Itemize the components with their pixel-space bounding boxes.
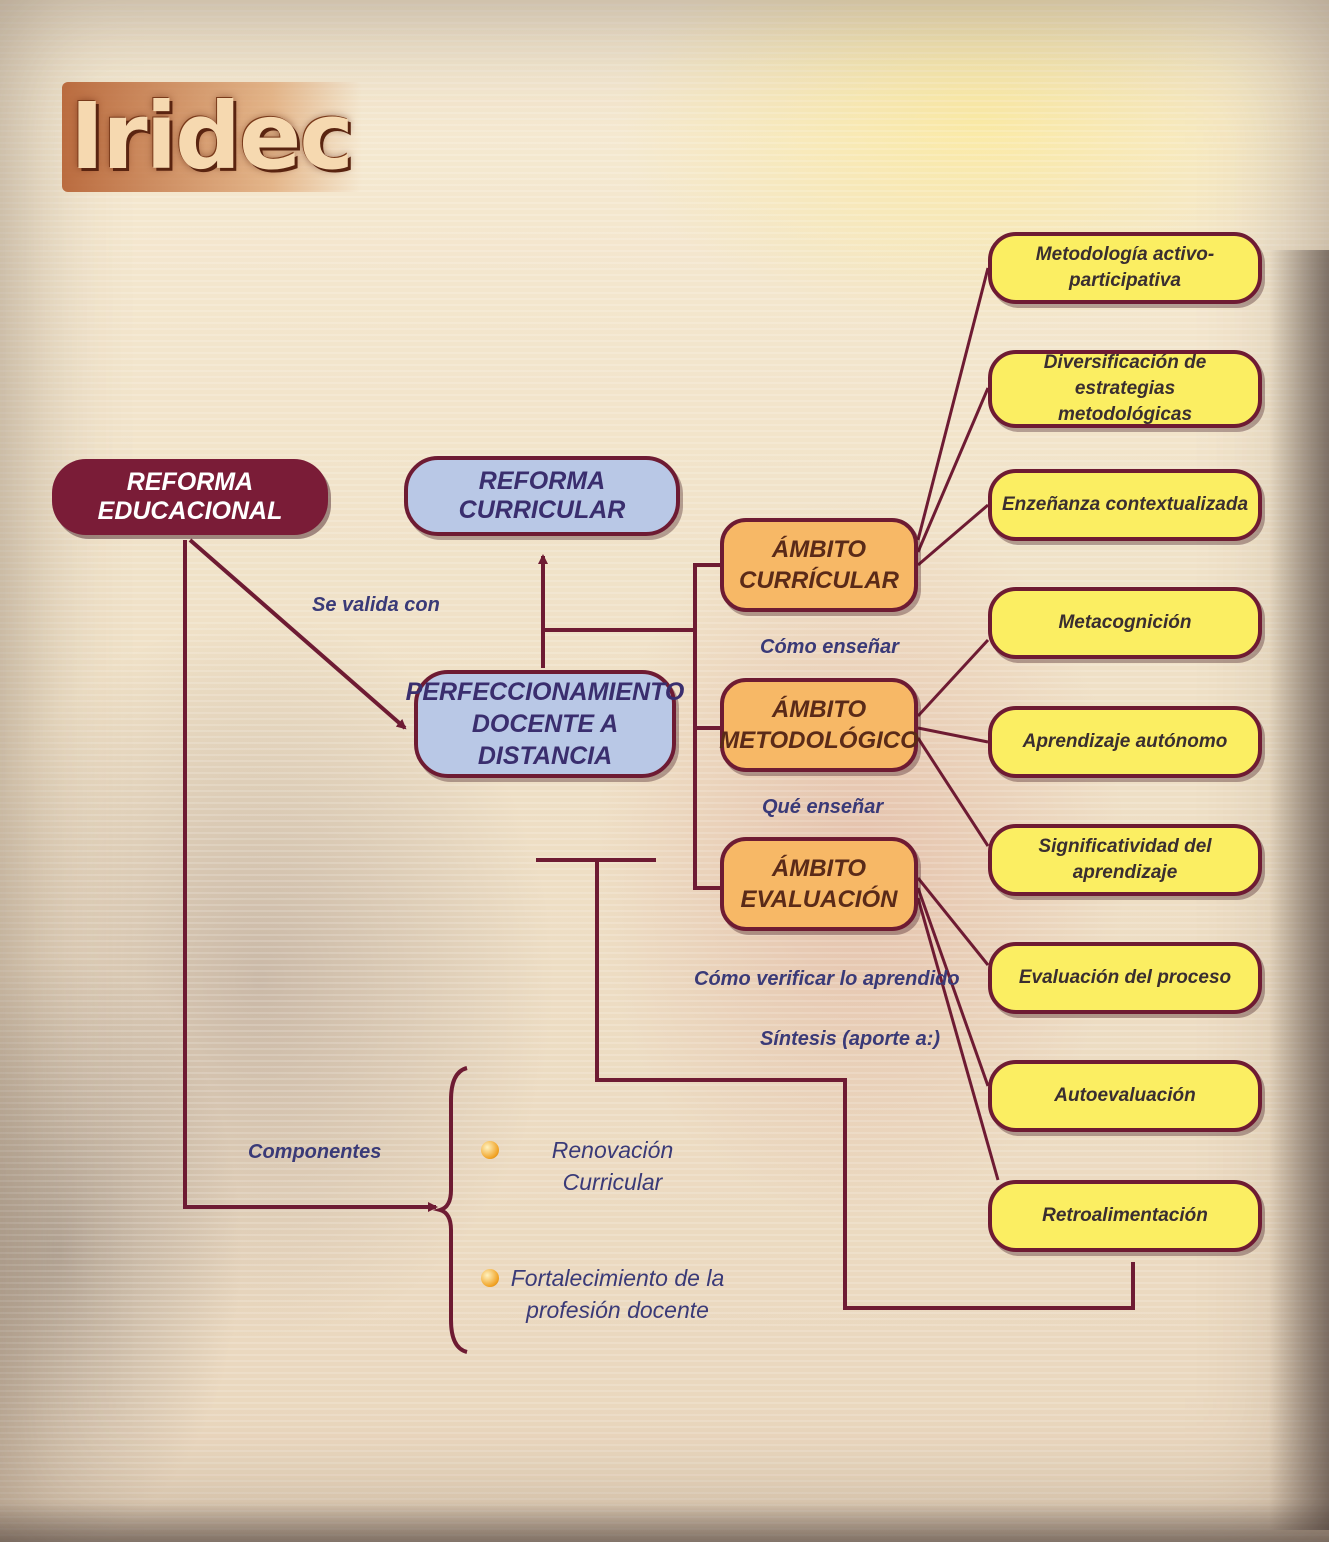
component-item: Fortalecimiento de la profesión docente	[505, 1262, 730, 1326]
edge-met-1	[916, 638, 990, 718]
outcome-box: Metacognición	[988, 587, 1262, 659]
outcome-label: Diversificación de estrategias	[1043, 352, 1207, 399]
label-que-ensenar: Qué enseñar	[762, 796, 884, 818]
bottom-shadow	[0, 1502, 1329, 1542]
component-label: Fortalecimiento de la	[510, 1265, 725, 1291]
line-componentes	[183, 540, 438, 1212]
node-reforma-educacional-label: REFORMA EDUCACIONAL	[97, 468, 283, 525]
node-ambito-evaluacion-line-2: EVALUACIÓN	[740, 886, 898, 913]
outcome-label: Retroalimentación	[1042, 1205, 1208, 1226]
edge-eva-1	[916, 877, 990, 966]
component-item: Renovación Curricular	[505, 1134, 720, 1198]
outcome-box: Aprendizaje autónomo	[988, 706, 1262, 778]
node-reforma-curricular: REFORMA CURRICULAR	[404, 456, 680, 536]
outcome-box: Enzeñanza contextualizada	[988, 469, 1262, 541]
outcome-label: Aprendizaje autónomo	[1022, 731, 1228, 752]
node-ambito-curricular: ÁMBITO CURRÍCULAR	[720, 518, 918, 612]
node-ambito-evaluacion: ÁMBITO EVALUACIÓN	[720, 837, 918, 931]
edge-cur-3	[917, 503, 989, 567]
outcome-label: Significatividad del aprendizaje	[1038, 836, 1212, 883]
outcome-label: metodológicas	[1057, 404, 1193, 425]
outcome-label: Metodología activo-participativa	[1035, 244, 1215, 291]
edge-met-2	[917, 726, 989, 744]
node-perfeccionamiento-line-1: PERFECCIONAMIENTO	[405, 678, 685, 706]
node-perfeccionamiento: PERFECCIONAMIENTO DOCENTE A DISTANCIA	[406, 670, 684, 778]
outcome-box: Diversificación de estrategias metodológ…	[988, 350, 1262, 428]
component-label: profesión docente	[526, 1297, 709, 1323]
outcome-label: Metacognición	[1058, 612, 1192, 633]
label-sintesis: Síntesis (aporte a:)	[760, 1028, 941, 1050]
edge-cur-2	[916, 387, 990, 553]
node-reforma-educacional: REFORMA EDUCACIONAL	[52, 459, 328, 535]
outcome-box: Metodología activo-participativa	[988, 232, 1262, 304]
outcome-label: Autoevaluación	[1054, 1085, 1196, 1106]
outcome-label: Evaluación del proceso	[1018, 967, 1232, 988]
label-como-ensenar: Cómo enseñar	[760, 636, 899, 658]
node-reforma-curricular-label: REFORMA CURRICULAR	[458, 467, 626, 524]
node-ambito-metodologico-line-2: METODOLÓGICO	[719, 727, 919, 754]
logo-plate	[62, 82, 362, 192]
node-ambito-metodologico: ÁMBITO METODOLÓGICO	[719, 678, 919, 772]
node-ambito-curricular-line-2: CURRÍCULAR	[739, 567, 899, 594]
component-label: Renovación Curricular	[551, 1137, 674, 1195]
node-ambito-evaluacion-line-1: ÁMBITO	[771, 855, 867, 882]
brace-componentes	[432, 1066, 468, 1354]
arrow-valida	[188, 538, 407, 730]
label-se-valida-con: Se valida con	[312, 594, 440, 616]
outcome-label: Enzeñanza contextualizada	[1002, 494, 1249, 515]
outcome-box: Significatividad del aprendizaje	[988, 824, 1262, 896]
outcome-box: Autoevaluación	[988, 1060, 1262, 1132]
node-ambito-metodologico-line-1: ÁMBITO	[771, 696, 867, 723]
bullet-icon	[481, 1269, 499, 1287]
bullet-icon	[481, 1141, 499, 1159]
edge-eva-3	[916, 897, 1000, 1181]
outcome-box: Retroalimentación	[988, 1180, 1262, 1252]
label-como-verificar: Cómo verificar lo aprendido	[694, 968, 960, 990]
label-componentes: Componentes	[248, 1141, 382, 1163]
node-perfeccionamiento-line-2: DOCENTE A DISTANCIA	[471, 710, 619, 770]
edge-met-3	[916, 737, 990, 847]
edge-cur-1	[916, 267, 990, 541]
outcome-box: Evaluación del proceso	[988, 942, 1262, 1014]
logo: Iridec	[70, 83, 354, 190]
right-shadow	[1269, 250, 1329, 1530]
node-ambito-curricular-line-1: ÁMBITO	[771, 536, 867, 563]
edge-eva-2	[916, 887, 990, 1087]
line-sintesis-loop	[595, 860, 1135, 1310]
